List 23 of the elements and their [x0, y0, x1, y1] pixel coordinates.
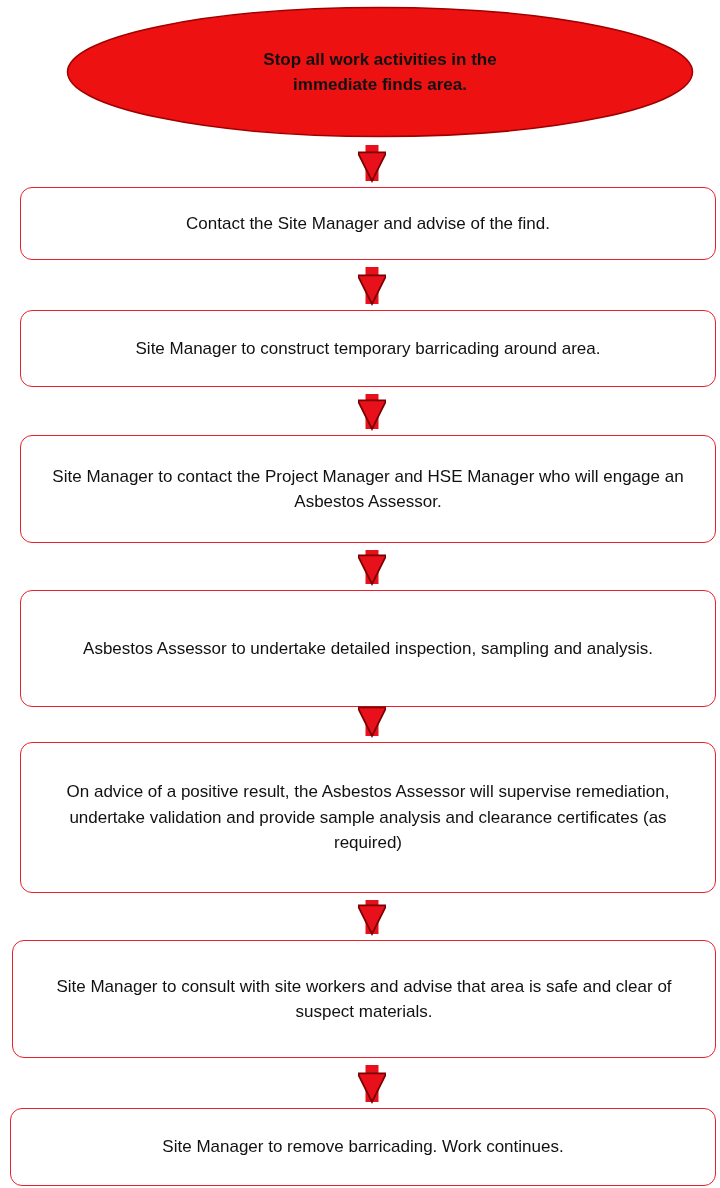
process-box	[10, 1108, 716, 1186]
process-box	[20, 310, 716, 387]
process-box	[12, 940, 716, 1058]
process-box	[20, 187, 716, 260]
step-text: Site Manager to consult with site workers and advise that area is safe and clear of suspect materials.	[55, 975, 673, 1023]
process-box	[20, 742, 716, 893]
step-text: Contact the Site Manager and advise of the find.	[186, 212, 550, 235]
step-text: Site Manager to contact the Project Manager and HSE Manager who will engage an Asbestos Assessor.	[51, 465, 685, 513]
process-box	[20, 590, 716, 707]
arrow	[356, 1065, 388, 1103]
step-text: Site Manager to construct temporary barricading around area.	[135, 337, 601, 360]
arrow	[356, 900, 388, 935]
step-text: Asbestos Assessor to undertake detailed inspection, sampling and analysis.	[83, 637, 653, 660]
start-text: Stop all work activities in the immediate finds area.	[262, 48, 498, 96]
arrow	[356, 706, 388, 737]
arrow	[356, 394, 388, 430]
step-text: On advice of a positive result, the Asbestos Assessor will supervise remediation, undertake validation and provide sample analysis and clearance certificates (as required)	[65, 781, 671, 855]
arrow	[356, 550, 388, 585]
step-text: Site Manager to remove barricading. Work continues.	[162, 1136, 564, 1159]
start-ellipse	[66, 6, 694, 138]
arrow	[356, 145, 388, 182]
process-box	[20, 435, 716, 543]
arrow	[356, 267, 388, 305]
